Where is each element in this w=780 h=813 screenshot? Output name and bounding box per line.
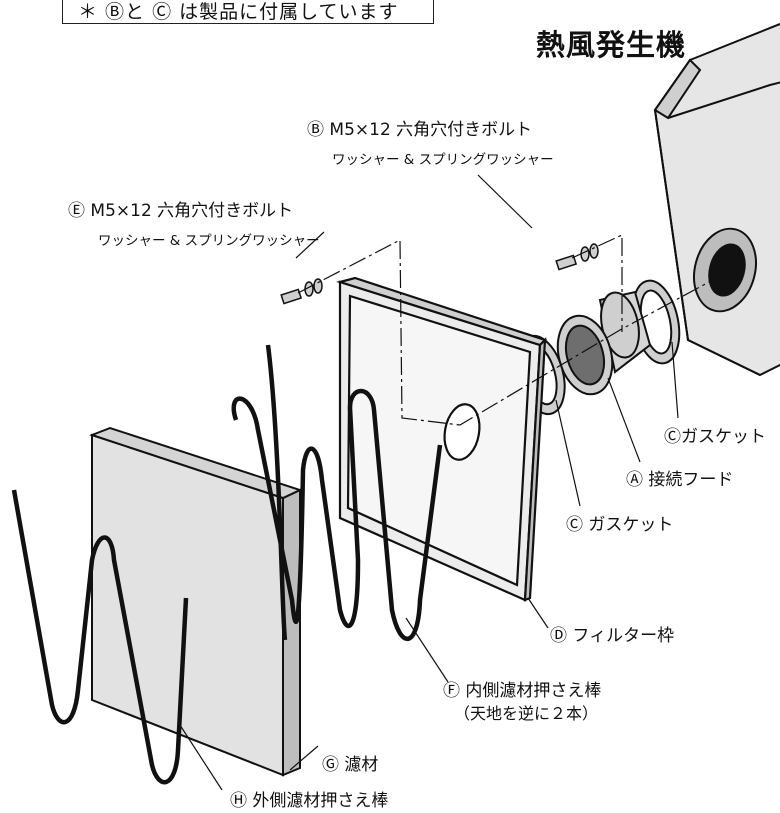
supplied-parts-note: ＊ Ⓑと Ⓒ は製品に付属しています (78, 1, 399, 23)
label-e: Ⓔ M5×12 六角穴付きボルト (68, 201, 294, 221)
label-f: Ⓕ 内側濾材押さえ棒 (443, 681, 602, 701)
bolt-set-b (555, 243, 599, 271)
label-c-right: Ⓒガスケット (664, 427, 766, 447)
bolt-set-e (280, 278, 323, 305)
label-f-sub: （天地を逆に２本） (454, 704, 599, 723)
label-a: Ⓐ 接続フード (626, 470, 734, 490)
label-b: Ⓑ M5×12 六角穴付きボルト (307, 120, 533, 140)
label-g: Ⓖ 濾材 (322, 755, 379, 775)
note-box (62, 0, 434, 24)
label-h: Ⓗ 外側濾材押さえ棒 (230, 791, 389, 811)
label-e-sub: ワッシャー & スプリングワッシャー (98, 233, 320, 249)
label-c-left: Ⓒ ガスケット (566, 515, 674, 535)
label-b-sub: ワッシャー & スプリングワッシャー (332, 152, 554, 168)
assembly-axes (297, 234, 736, 426)
filter-frame (336, 276, 548, 602)
connection-hood (556, 290, 652, 396)
leader-lines (177, 174, 679, 791)
inner-retaining-rod (231, 344, 443, 642)
diagram-title: 熱風発生機 (536, 28, 687, 62)
hot-air-generator-unit (653, 22, 780, 377)
outer-retaining-rod (11, 489, 189, 785)
label-d: Ⓓ フィルター枠 (550, 626, 675, 646)
